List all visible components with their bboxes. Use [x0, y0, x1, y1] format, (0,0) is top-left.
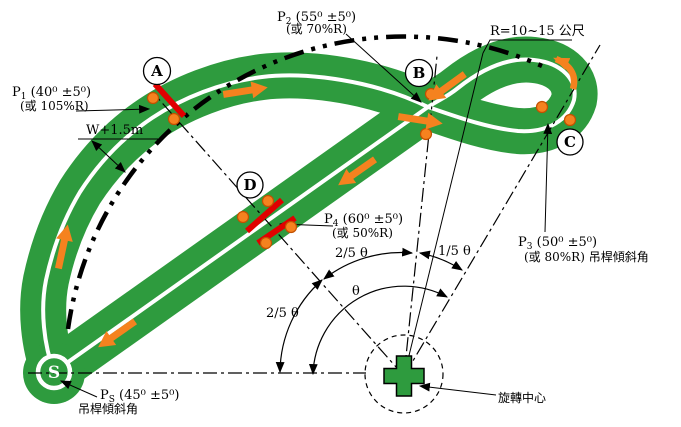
ps-leader: [59, 380, 98, 398]
start-label: S: [48, 363, 60, 383]
angle-arc-two-fifth-top: [323, 247, 414, 280]
direction-arrow: [98, 318, 138, 348]
label-angle-two-fifth-left: 2/5 θ: [266, 306, 299, 321]
cone-dot: [535, 100, 549, 114]
start-ring: [35, 353, 73, 391]
radius-label-leader: [482, 39, 572, 54]
direction-arrow: [338, 156, 378, 186]
label-angle-two-fifth-top: 2/5 θ: [335, 246, 368, 261]
radial-through-c: [403, 44, 601, 377]
label-radius: R=10~15 公尺: [490, 24, 585, 39]
cone-dot: [563, 113, 577, 127]
checkpoint-label-b: B: [413, 64, 426, 82]
p2-leader: [345, 33, 422, 103]
direction-arrow: [222, 81, 268, 99]
track: [20, 36, 598, 404]
gate-d-line: [245, 197, 284, 234]
p1-leader: [75, 104, 151, 114]
label-ps: PS (45⁰ ±5⁰): [100, 388, 179, 405]
label-rotation-center: 旋轉中心: [498, 390, 546, 405]
checkpoint-label-d: D: [243, 176, 256, 194]
label-p2-alt: (或 70%R): [286, 22, 347, 36]
label-ps-alt: 吊桿傾斜角: [78, 401, 138, 416]
direction-arrow: [397, 112, 443, 130]
label-angle-one-fifth: 1/5 θ: [438, 244, 471, 259]
cone-dot: [146, 91, 160, 105]
direction-arrow: [428, 71, 467, 101]
label-p3-alt: (或 80%R) 吊桿傾斜角: [524, 249, 649, 264]
label-p2: P2 (55⁰ ±5⁰): [277, 10, 356, 27]
checkpoint-label-a: A: [150, 62, 163, 80]
label-p1-alt: (或 105%R): [20, 99, 89, 113]
label-p4: P4 (60⁰ ±5⁰): [324, 212, 403, 229]
direction-arrow: [55, 224, 73, 270]
cone-dot: [167, 112, 181, 126]
width-dimension-arrow: [91, 140, 126, 173]
rotation-center-cross: [383, 355, 425, 397]
boom-sweep-arc: [65, 34, 543, 330]
checkpoint-label-c: C: [564, 133, 576, 151]
label-p4-alt: (或 50%R): [332, 226, 393, 240]
rotation-center-leader: [418, 382, 497, 396]
direction-arrow-curved: [553, 56, 578, 90]
gate-a-line: [152, 81, 187, 119]
angle-arc-two-fifth-left: [275, 279, 323, 374]
checkpoint-circle-b: [404, 58, 434, 88]
checkpoint-circle-a: [142, 56, 172, 86]
cone-dot: [284, 220, 298, 234]
label-angle-theta: θ: [352, 284, 360, 299]
p3-leader: [543, 122, 553, 233]
track-centerline: [41, 57, 577, 374]
checkpoint-circle-c: [556, 128, 584, 156]
cone-dot: [419, 127, 433, 141]
cone-dot: [261, 194, 275, 208]
cone-dot: [259, 236, 273, 250]
angle-arc-one-fifth: [418, 250, 463, 271]
cone-dot: [236, 210, 250, 224]
angle-arc-theta: [308, 285, 448, 376]
label-track-width: W+1.5m: [86, 123, 143, 138]
checkpoint-circle-d: [236, 171, 264, 199]
label-p1: P1 (40⁰ ±5⁰): [12, 85, 91, 102]
label-p3: P3 (50⁰ ±5⁰): [518, 235, 597, 252]
